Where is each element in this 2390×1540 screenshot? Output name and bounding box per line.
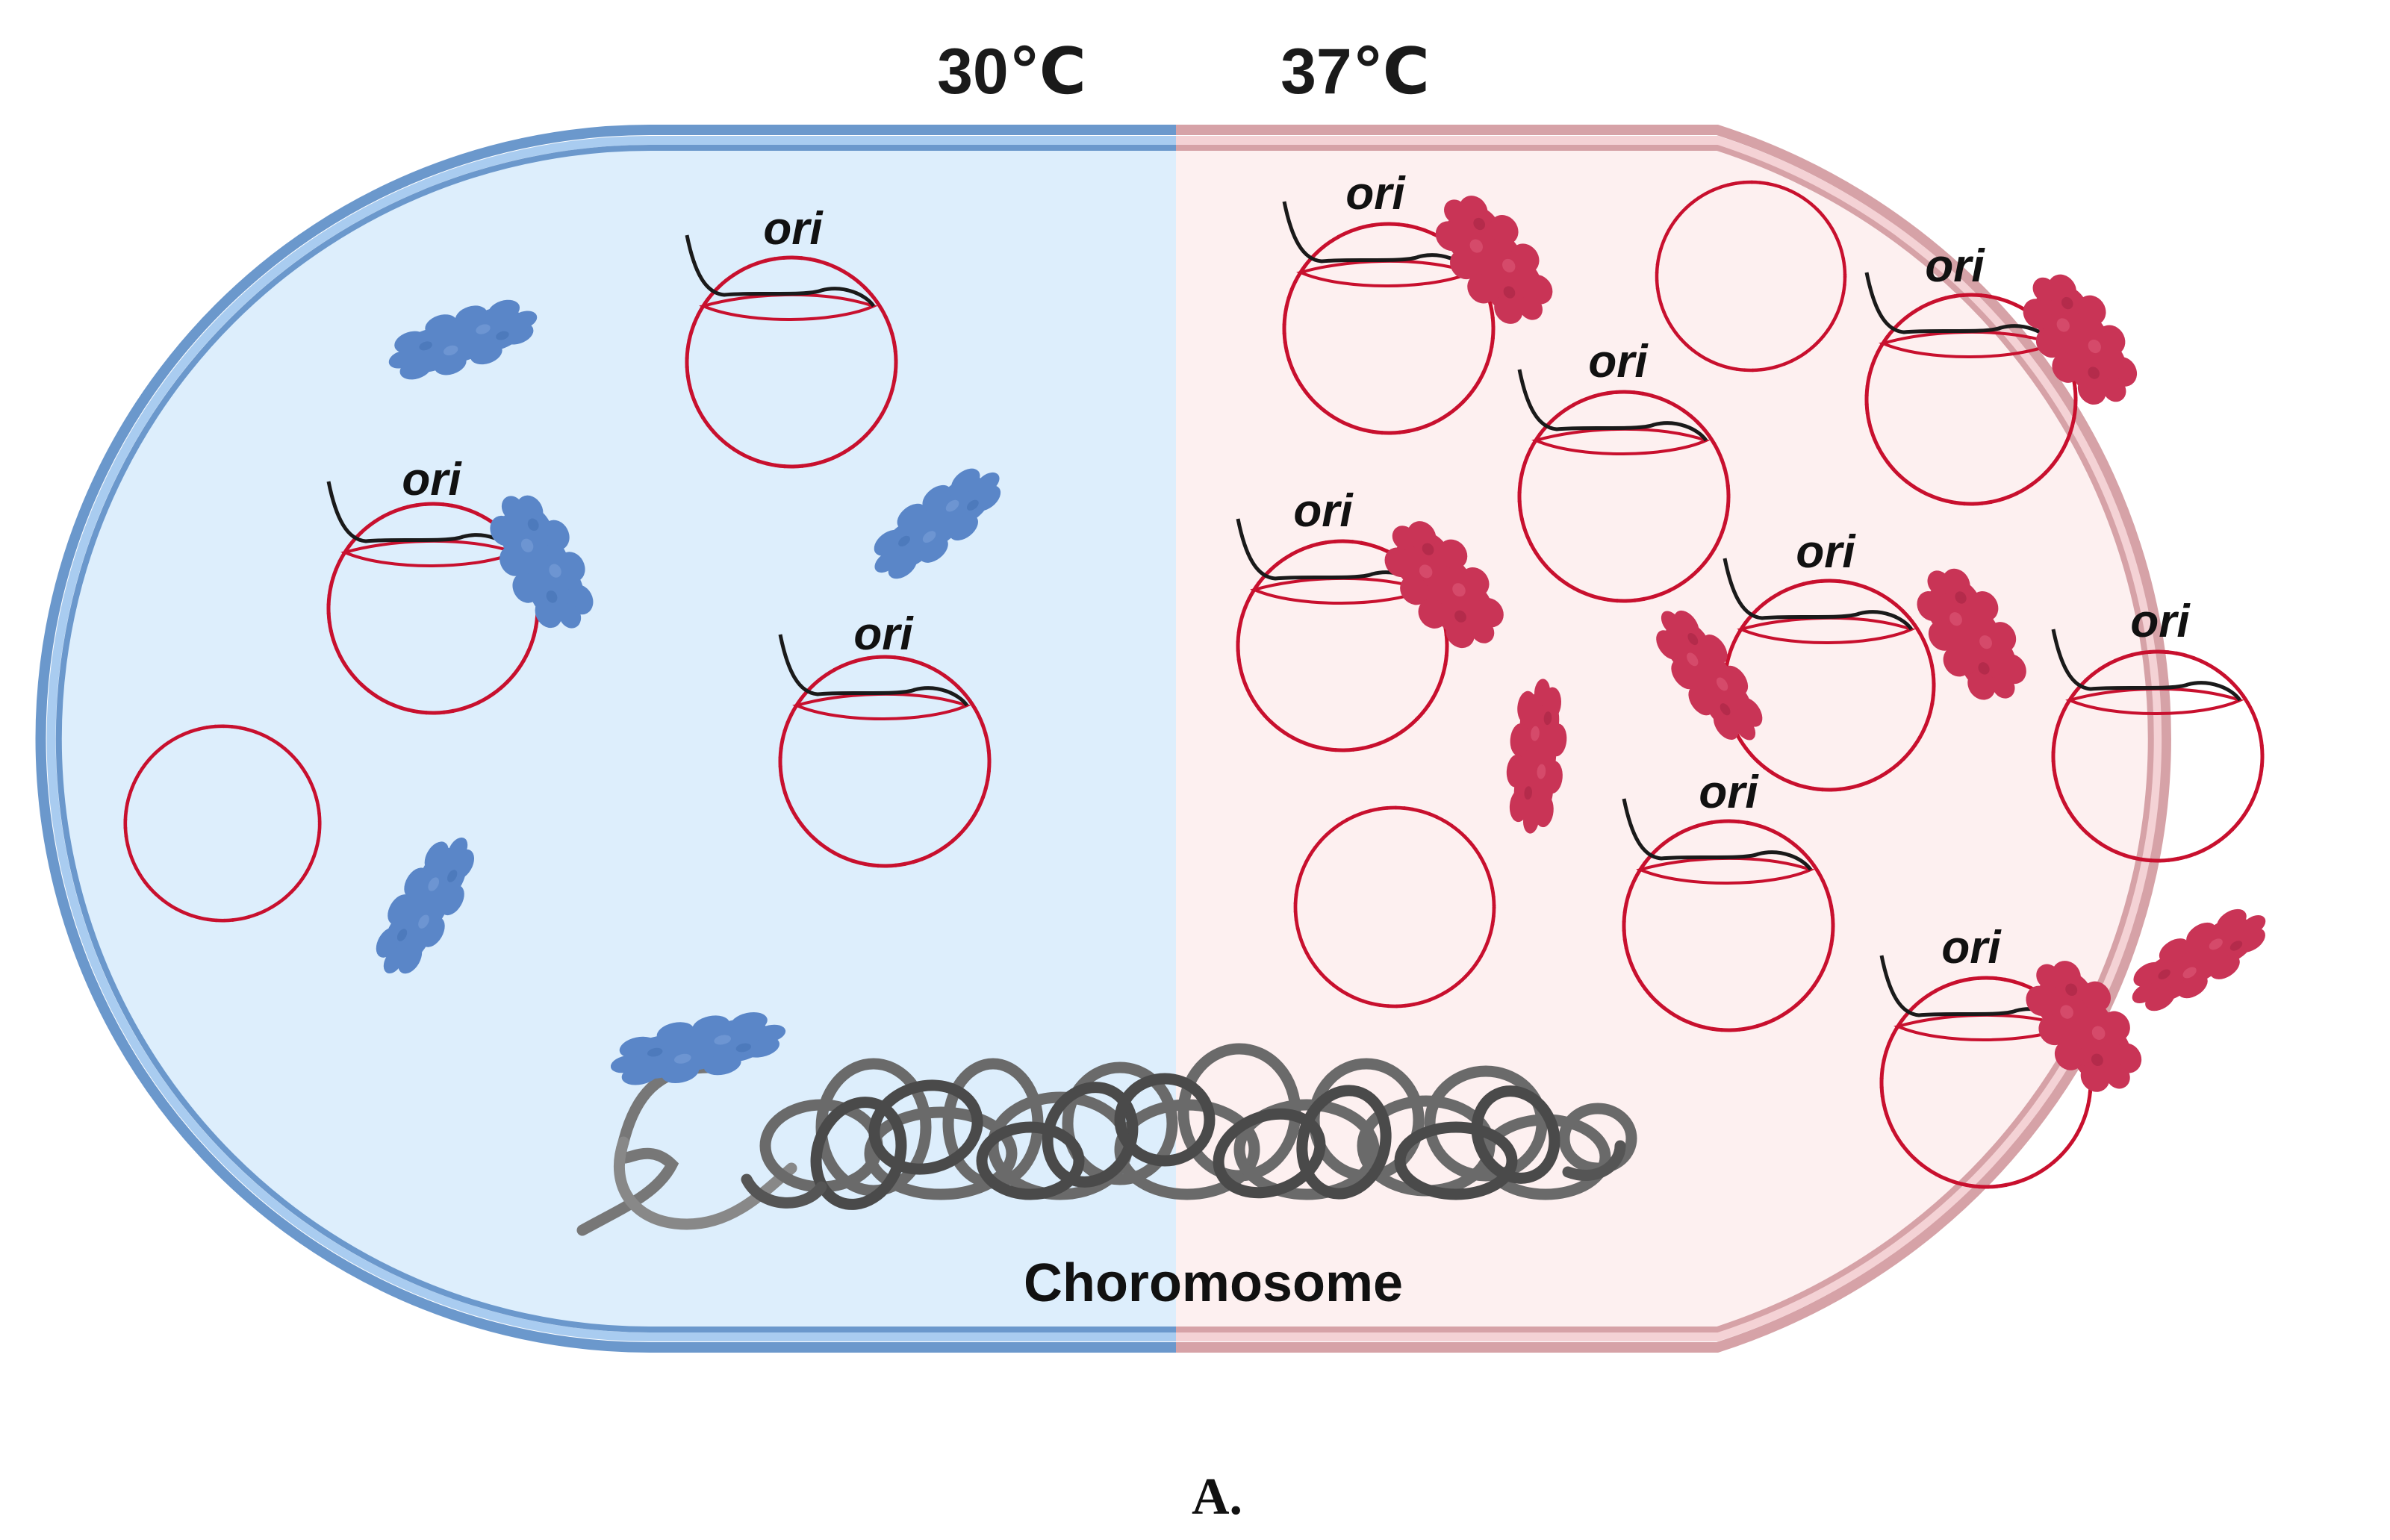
chromosome-label: Choromosome: [1024, 1253, 1403, 1313]
plasmid-with-ori: ori: [1725, 526, 2044, 790]
right-temperature-label: 37℃: [1280, 36, 1430, 107]
right-half: ori ori ori ori ori ori: [1238, 168, 2281, 1187]
ori-label: ori: [1941, 922, 2002, 973]
plasmid-with-ori: ori: [1519, 336, 1728, 601]
left-membrane: [35, 125, 1176, 1353]
plasmid-with-ori: ori: [1867, 240, 2156, 504]
chromosome: [576, 1000, 1637, 1236]
plasmid-with-ori: ori: [2053, 596, 2262, 861]
plasmid-with-ori: ori: [687, 203, 896, 467]
right-cytoplasm: [1176, 146, 2153, 1331]
ori-label: ori: [1345, 168, 1406, 219]
ori-label: ori: [2130, 596, 2191, 647]
plasmid-with-ori: ori: [1882, 922, 2160, 1187]
plasmid-with-ori: ori: [780, 608, 989, 866]
ori-label: ori: [1293, 485, 1354, 537]
ori-label: ori: [1925, 240, 1985, 292]
left-cytoplasm: [57, 146, 1176, 1331]
plasmid-with-ori: ori: [329, 454, 610, 713]
plasmid-with-ori: ori: [1624, 767, 1833, 1030]
ori-label: ori: [1588, 336, 1649, 387]
left-temperature-label: 30℃: [937, 36, 1086, 107]
plasmid-with-ori: ori: [1284, 168, 1571, 433]
right-membrane: [1176, 125, 2171, 1353]
ori-label: ori: [1796, 526, 1856, 578]
ori-label: ori: [853, 608, 914, 660]
plasmid-with-ori: ori: [1238, 485, 1522, 750]
ori-label: ori: [402, 454, 462, 505]
ori-label: ori: [763, 203, 824, 255]
left-half: ori ori ori: [125, 203, 1018, 988]
ori-label: ori: [1699, 767, 1759, 818]
panel-label: A.: [1192, 1468, 1242, 1526]
